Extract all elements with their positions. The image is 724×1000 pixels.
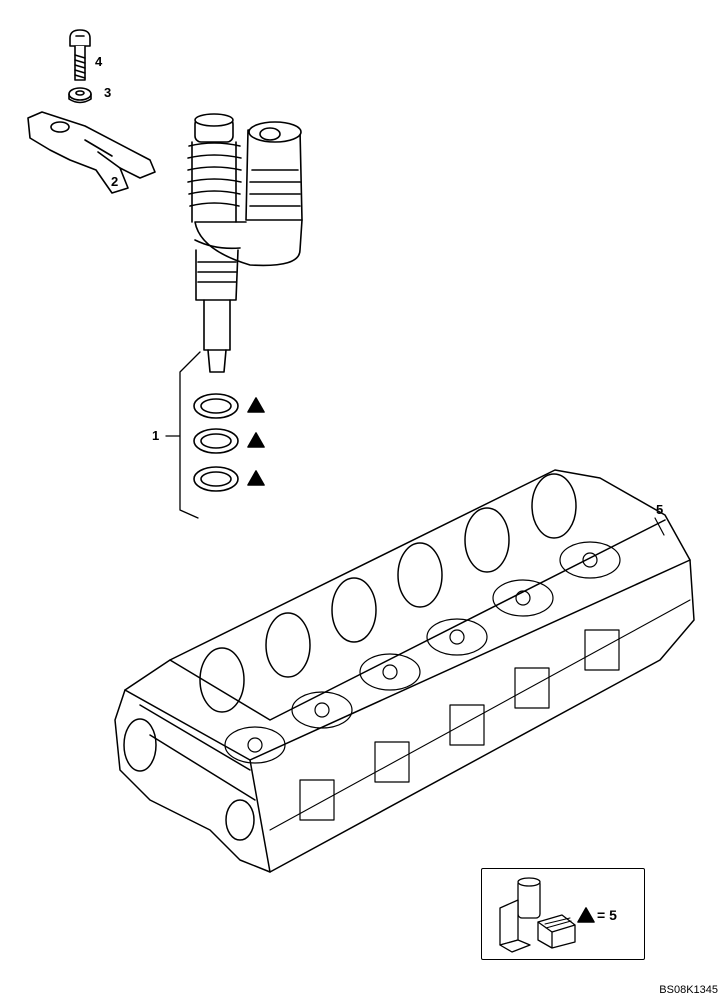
- kit-triangle-icon-3: [247, 470, 265, 486]
- callout-label-5: 5: [656, 502, 664, 517]
- o-ring-seal-bottom: [193, 466, 239, 492]
- callout-label-2: 2: [111, 174, 119, 189]
- washer-part-3: [68, 87, 92, 104]
- cylinder-head-part-5: [114, 469, 695, 873]
- o-ring-seal-top: [193, 393, 239, 419]
- bolt-part-4: [69, 29, 91, 81]
- drawing-reference-code: BS08K1345: [659, 984, 718, 996]
- callout-label-3: 3: [104, 85, 112, 100]
- o-ring-seal-middle: [193, 428, 239, 454]
- kit-triangle-icon-1: [247, 397, 265, 413]
- kit-legend-triangle-icon: [577, 907, 595, 923]
- sealing-kit-icon: [499, 877, 576, 953]
- callout-bracket-1: [165, 351, 201, 519]
- injector-part-1: [187, 113, 303, 373]
- kit-triangle-icon-2: [247, 432, 265, 448]
- sealing-kit-legend: = 5: [481, 868, 645, 960]
- callout-leader-5: [654, 517, 665, 536]
- callout-label-1: 1: [152, 428, 160, 443]
- clamp-part-2: [27, 111, 156, 194]
- kit-legend-label: = 5: [597, 907, 617, 923]
- callout-label-4: 4: [95, 54, 103, 69]
